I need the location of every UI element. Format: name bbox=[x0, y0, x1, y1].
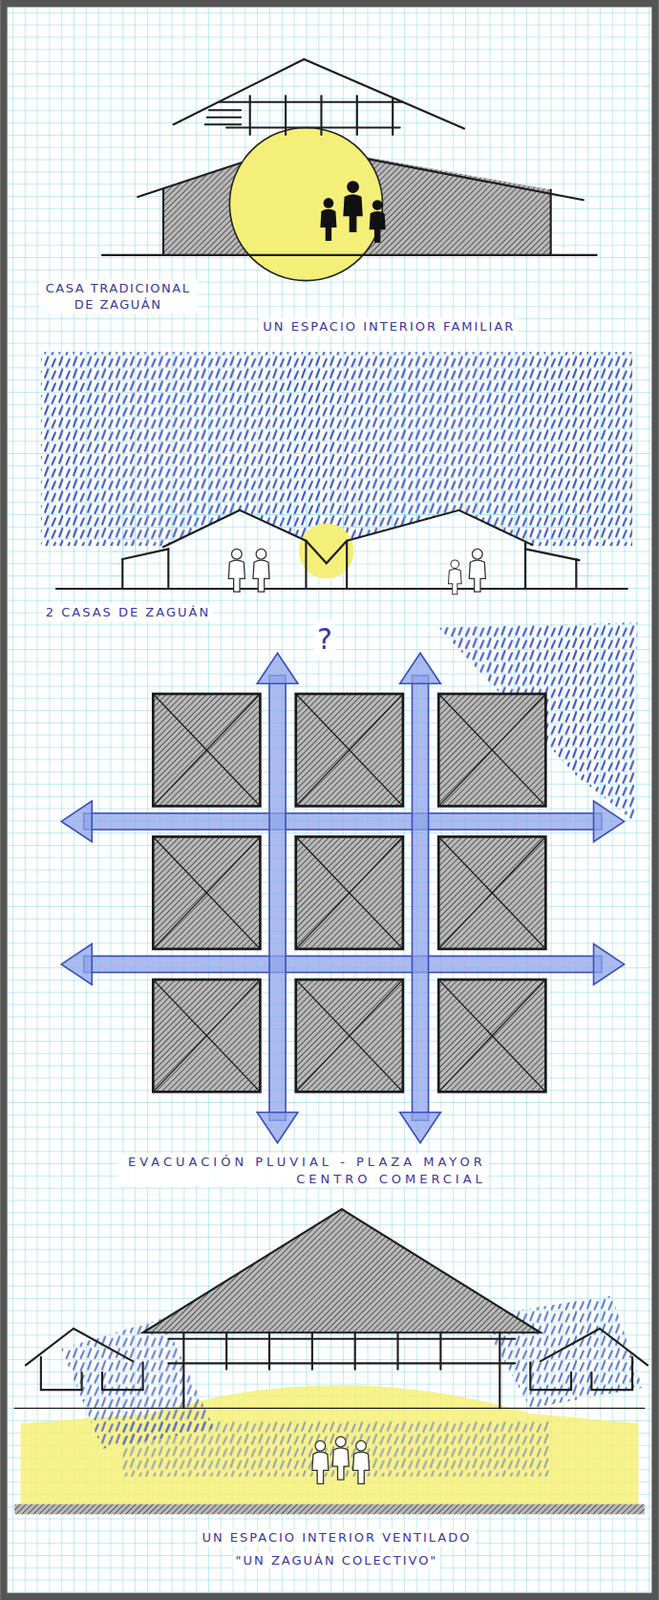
person-figure bbox=[228, 548, 245, 592]
roof-diagonals bbox=[152, 693, 546, 1091]
person-figure bbox=[332, 1435, 349, 1479]
two-houses bbox=[56, 504, 628, 592]
paper bbox=[7, 6, 653, 1592]
person-figure bbox=[312, 1439, 329, 1483]
rain-hatching bbox=[438, 621, 638, 821]
question-mark: ? bbox=[314, 619, 336, 659]
paper-grid bbox=[7, 6, 653, 1592]
house-caption: 2 CASAS DE ZAGUÁN bbox=[42, 603, 213, 621]
family-figure bbox=[369, 199, 386, 243]
drainage-arrows bbox=[61, 652, 624, 1142]
person-figure bbox=[468, 548, 486, 592]
family-figure bbox=[342, 180, 362, 233]
roof-blocks bbox=[152, 693, 546, 1091]
space-caption: "UN ZAGUÁN COLECTIVO" bbox=[233, 1551, 442, 1569]
plan-caption: EVACUACIÓN PLUVIAL - PLAZA MAYOR CENTRO … bbox=[117, 1152, 489, 1187]
space-caption: UN ESPACIO INTERIOR FAMILIAR bbox=[259, 318, 518, 336]
person-figure bbox=[447, 559, 462, 595]
person-figure bbox=[353, 1439, 370, 1483]
family-figure bbox=[319, 197, 337, 241]
ground-band bbox=[14, 1503, 645, 1514]
traditional-house bbox=[102, 59, 597, 281]
person-figure bbox=[253, 548, 270, 592]
space-caption: UN ESPACIO INTERIOR VENTILADO bbox=[198, 1528, 474, 1546]
house-caption: CASA TRADICIONAL DE ZAGUÁN bbox=[39, 279, 198, 314]
collective-roof bbox=[14, 1208, 648, 1407]
